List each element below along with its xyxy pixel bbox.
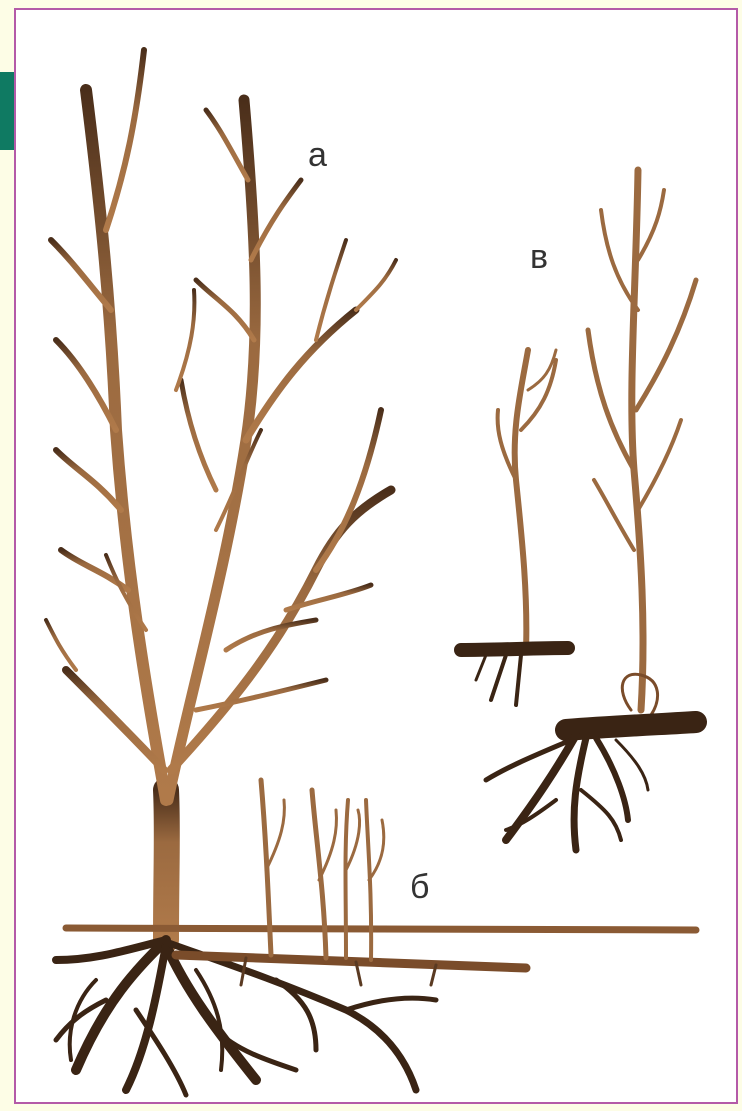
diagram-frame: а в б — [14, 8, 738, 1104]
label-b: б — [410, 868, 429, 907]
label-v: в — [530, 238, 548, 277]
mature-tree-illustration — [46, 50, 396, 940]
ground-line — [66, 928, 696, 930]
root-sucker-shoots-illustration — [176, 780, 526, 985]
plant-propagation-diagram — [16, 10, 738, 1104]
root-cutting-seedlings-illustration — [461, 170, 696, 850]
label-a: а — [308, 136, 327, 175]
